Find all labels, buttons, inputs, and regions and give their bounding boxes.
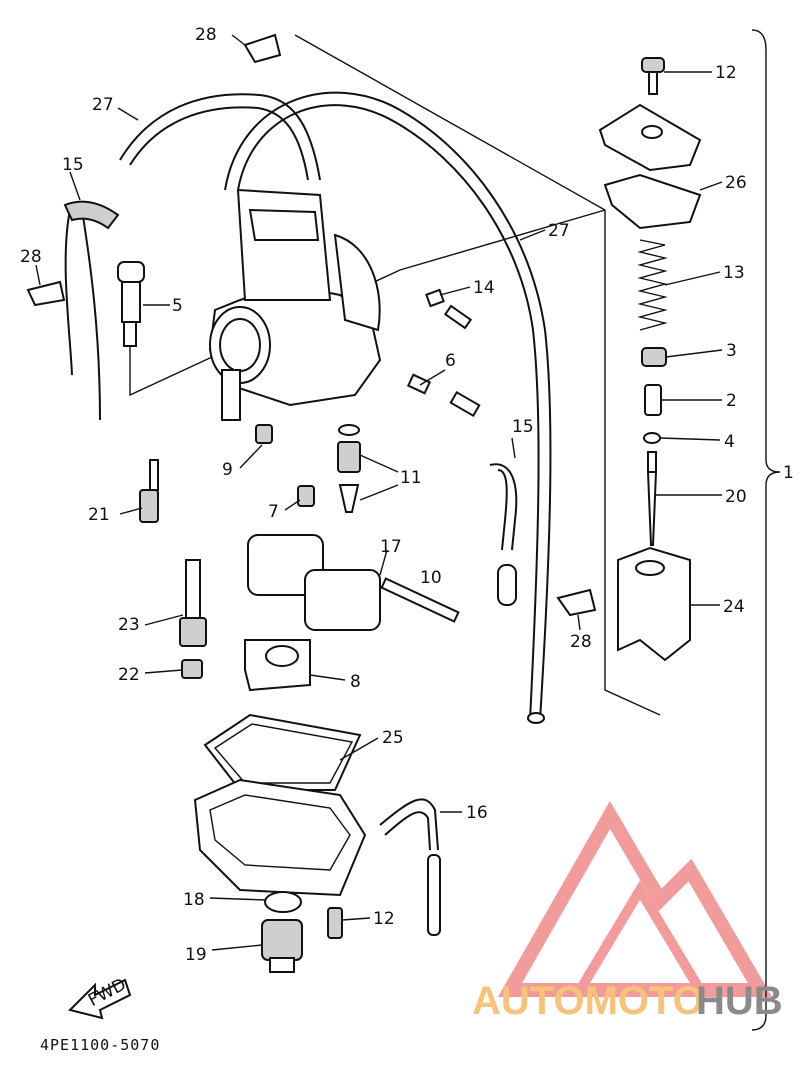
label-18: 18 [183, 890, 205, 910]
part-24-throttle-valve [617, 546, 691, 662]
label-5: 5 [172, 296, 183, 316]
leader-lines [35, 34, 723, 951]
part-19-drain-plug [261, 919, 303, 973]
part-7-jet [297, 485, 315, 507]
part-2-holder [644, 384, 662, 416]
part-20-jet-needle [646, 451, 658, 546]
part-18-oring [264, 891, 302, 913]
label-22: 22 [118, 665, 140, 685]
part-labels: 28 27 15 28 5 14 6 9 21 7 11 17 10 23 22… [20, 25, 794, 965]
label-17: 17 [380, 537, 402, 557]
fwd-arrow: FWD [68, 975, 132, 1020]
part-6-screw [406, 373, 481, 418]
part-23-main-jet-holder [179, 559, 207, 647]
label-6: 6 [445, 351, 456, 371]
hose-15-left [64, 209, 101, 421]
watermark-logo [497, 801, 773, 997]
label-9: 9 [222, 460, 233, 480]
label-27-right: 27 [548, 221, 570, 241]
label-10: 10 [420, 568, 442, 588]
label-11: 11 [400, 468, 422, 488]
part-26-gasket [603, 173, 702, 230]
label-7: 7 [268, 502, 279, 522]
label-27-left: 27 [92, 95, 114, 115]
watermark-word-b: HUB [696, 979, 783, 1023]
part-5-starter-plunger [117, 261, 145, 347]
label-26: 26 [725, 173, 747, 193]
vent-hose-27 [224, 91, 552, 721]
part-21-needle-jet [139, 459, 159, 523]
watermark-wordmark: AUTOMOTO HUB [472, 979, 783, 1023]
part-float [247, 534, 381, 631]
hose-end [527, 712, 545, 724]
part-3-cap [641, 347, 667, 367]
label-23: 23 [118, 615, 140, 635]
label-16: 16 [466, 803, 488, 823]
label-28-left: 28 [20, 247, 42, 267]
label-28-top: 28 [195, 25, 217, 45]
watermark-word-a: AUTOMOTO [472, 979, 704, 1023]
part-8-baffle [244, 639, 311, 692]
part-15-hose-right [489, 463, 518, 606]
label-25: 25 [382, 728, 404, 748]
label-19: 19 [185, 945, 207, 965]
label-21: 21 [88, 505, 110, 525]
label-3: 3 [726, 341, 737, 361]
part-13-spring [637, 239, 668, 331]
part-top-cover [598, 103, 702, 172]
part-28-clamp-left [26, 280, 66, 307]
part-25-gasket [203, 713, 362, 791]
part-12-screw-bottom [327, 907, 343, 939]
part-4-clip [643, 432, 661, 444]
part-28-clamp-right [556, 588, 597, 617]
label-12-bottom: 12 [373, 909, 395, 929]
part-22-main-jet [181, 659, 203, 679]
label-14: 14 [473, 278, 495, 298]
label-15-left: 15 [62, 155, 84, 175]
label-20: 20 [725, 487, 747, 507]
part-16-hose [379, 798, 441, 936]
label-1: 1 [783, 463, 794, 483]
part-9-jet [255, 424, 273, 444]
part-code: 4PE1100-5070 [40, 1036, 160, 1054]
part-12-screw-top [641, 57, 665, 95]
label-2: 2 [726, 391, 737, 411]
part-14-screw [425, 288, 473, 330]
part-28-clamp-top [243, 33, 282, 64]
label-13: 13 [723, 263, 745, 283]
label-15-right: 15 [512, 417, 534, 437]
label-8: 8 [350, 672, 361, 692]
part-float-bowl [193, 778, 367, 897]
label-24: 24 [723, 597, 745, 617]
label-12-top: 12 [715, 63, 737, 83]
group-bracket [751, 29, 781, 1031]
part-10-pin [380, 577, 460, 623]
label-4: 4 [724, 432, 735, 452]
part-11-float-valve [337, 424, 361, 513]
label-28-right: 28 [570, 632, 592, 652]
carburetor-body [208, 188, 382, 421]
